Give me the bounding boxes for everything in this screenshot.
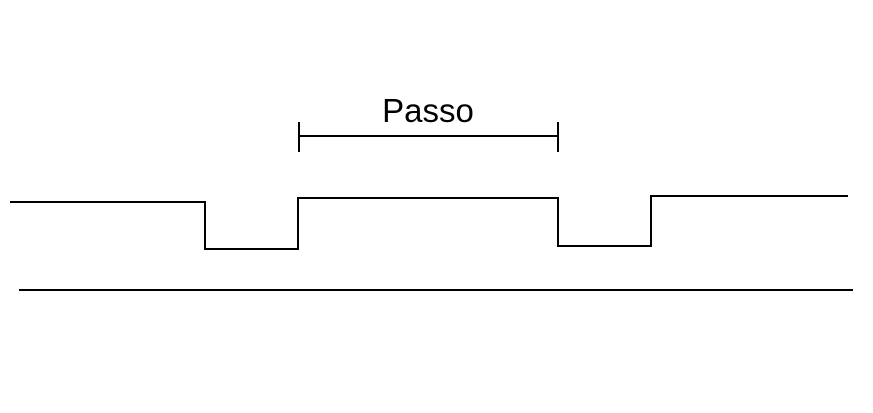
pitch-dimension-marker [298,122,559,152]
pitch-label: Passo [382,92,474,129]
stepped-profile [10,195,848,250]
